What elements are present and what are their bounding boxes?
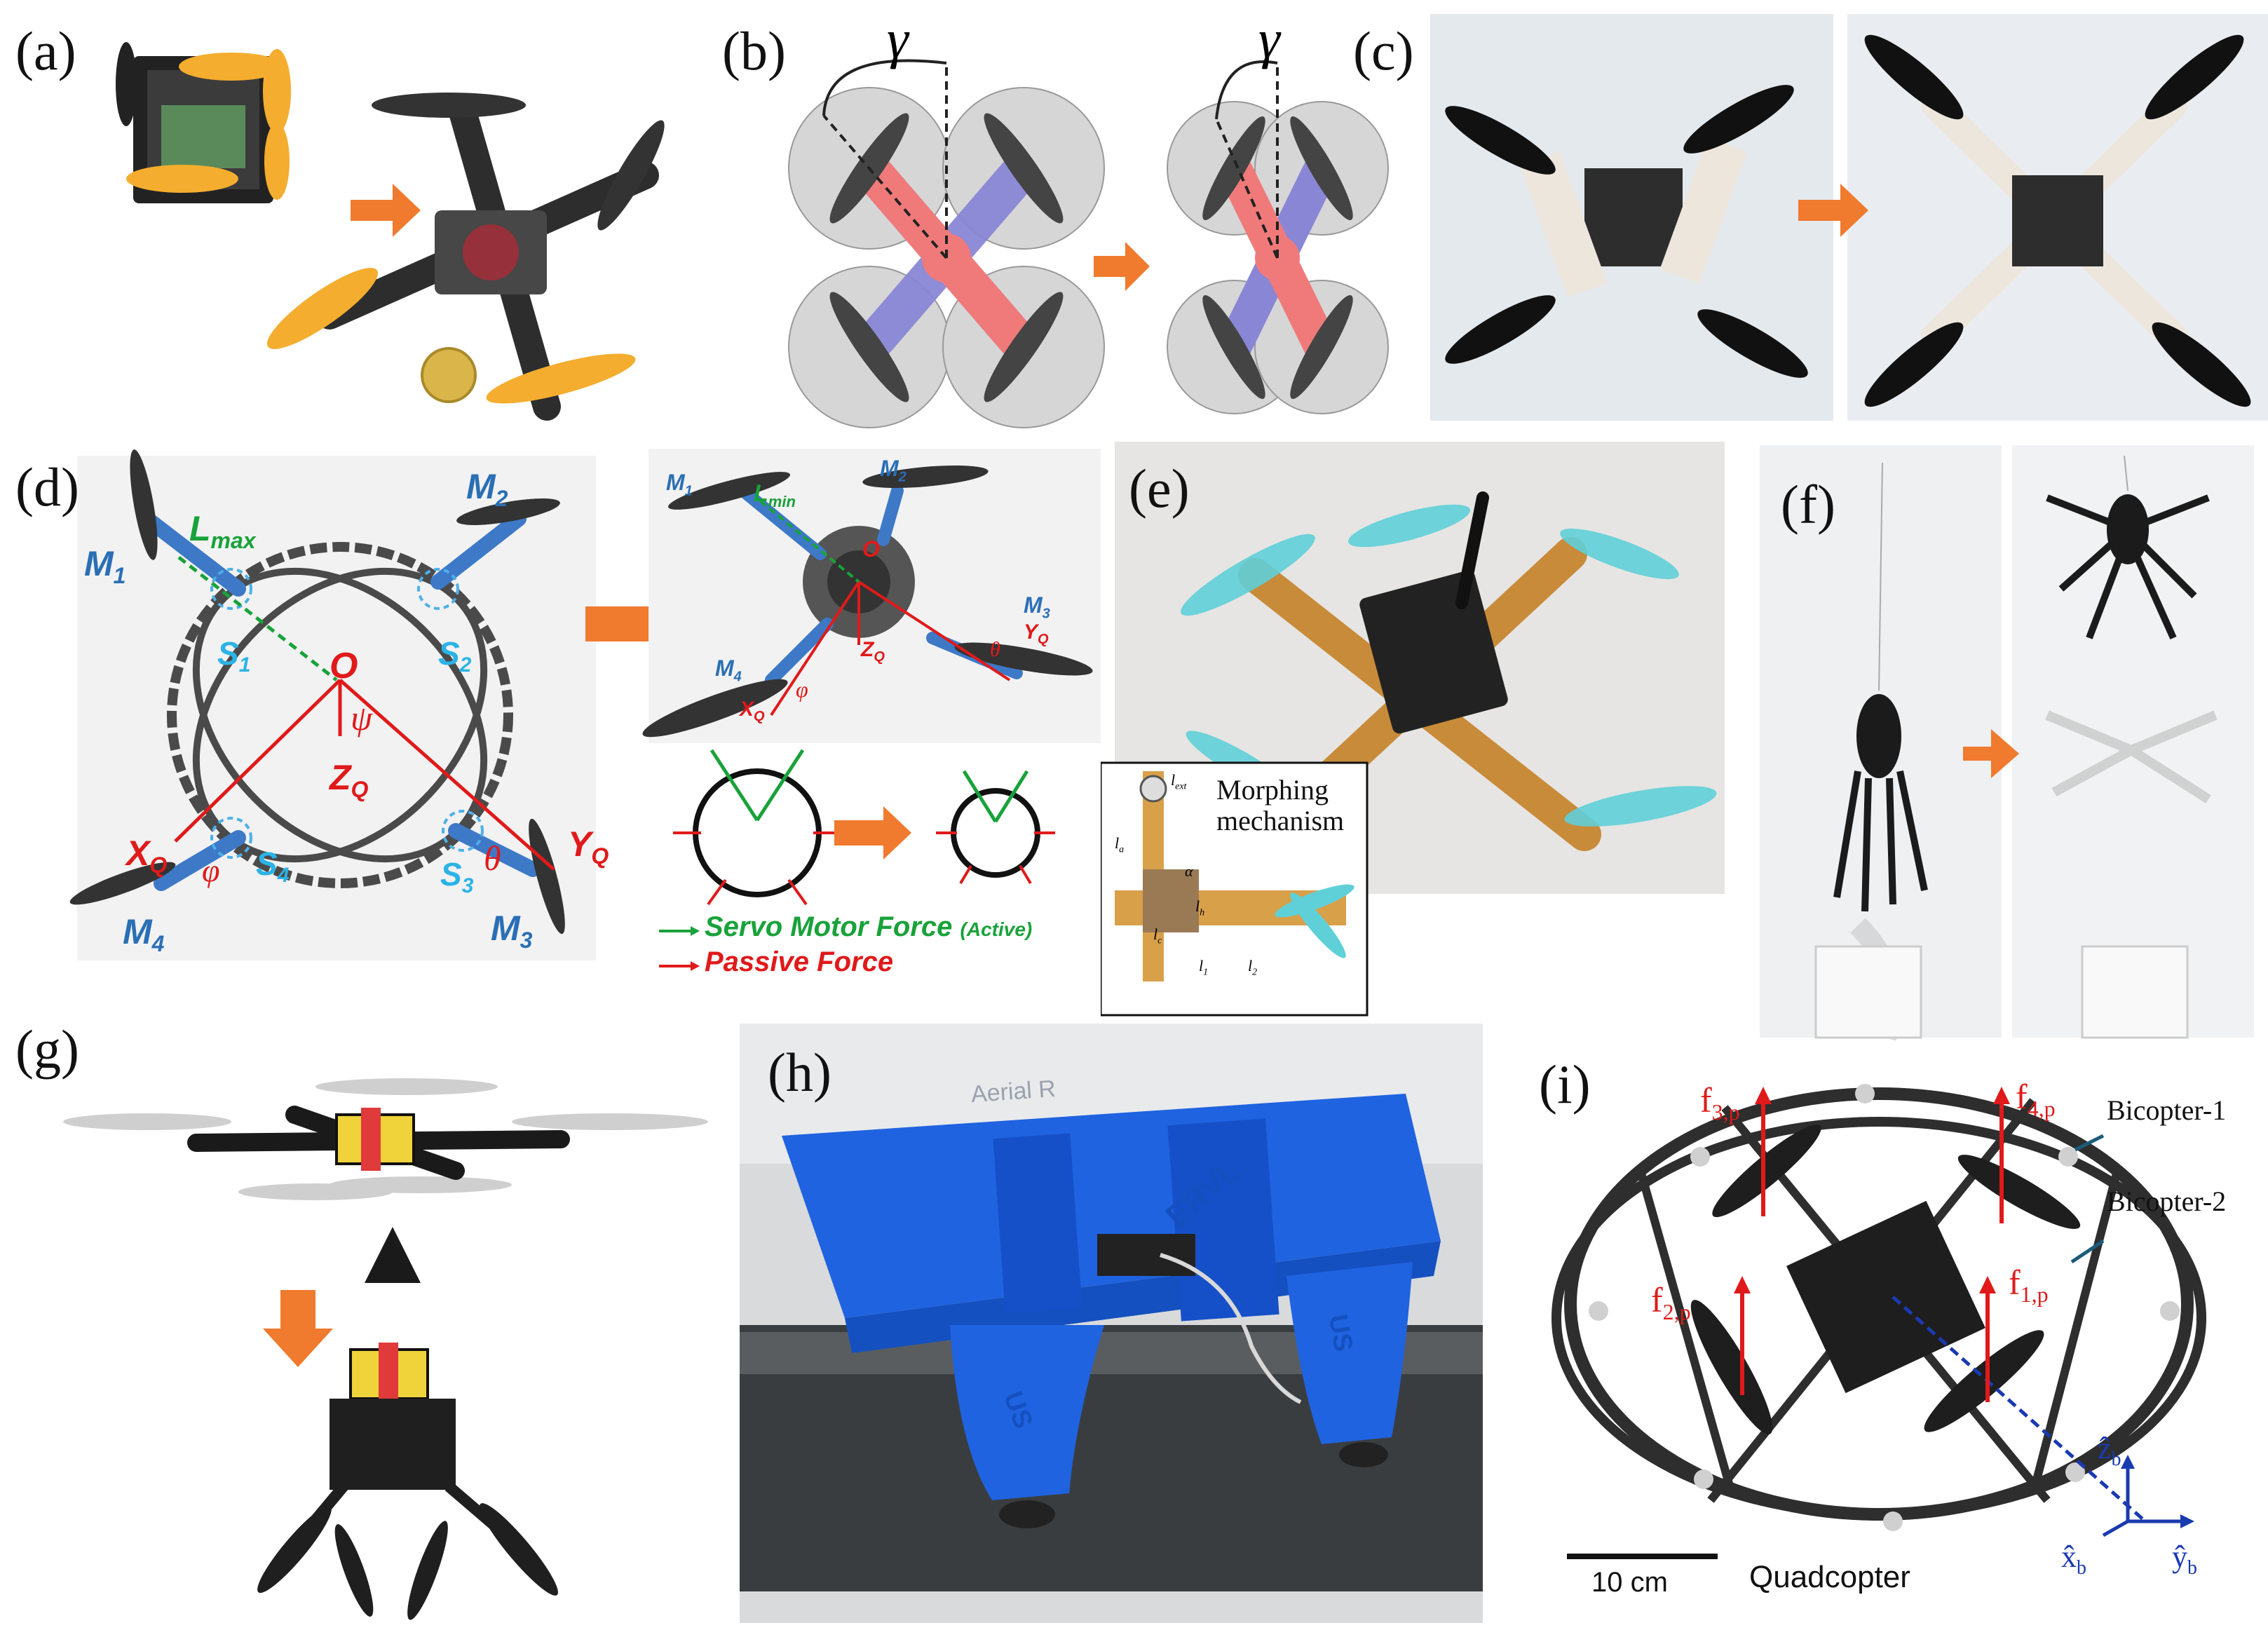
e-l-a: la: [1115, 834, 1125, 855]
panel-g-photo: [63, 1078, 708, 1620]
e-inset-title: Morphing mechanism: [1216, 775, 1344, 836]
h-stamp-us-2: US: [1322, 1312, 1359, 1354]
panel-b-gamma-1: γ: [887, 8, 910, 69]
panel-e: (e) Morphing mechanism lext la α lh lc l…: [1101, 442, 1732, 1024]
e-alpha: α: [1185, 862, 1193, 880]
e-l-ext: lext: [1171, 771, 1187, 792]
d-r-m4: M4: [715, 656, 742, 685]
e-l-h: lh: [1195, 897, 1205, 918]
d-r-xq: XQ: [740, 698, 765, 724]
d-r-m3: M3: [1024, 592, 1050, 622]
d-passive-legend: Passive Force: [705, 946, 894, 977]
d-r-zq: ZQ: [861, 638, 885, 665]
d-phi: φ: [202, 853, 220, 888]
panel-f-label: (f): [1781, 474, 1835, 535]
panel-c: (c): [1332, 0, 2268, 449]
d-s4: S4: [256, 845, 290, 888]
panel-h: (h) Aerial R ERVL US US: [740, 1024, 1483, 1630]
i-f4: f4,p: [2016, 1077, 2056, 1121]
i-yb: ŷb: [2172, 1540, 2197, 1579]
d-theta: θ: [484, 838, 501, 878]
panel-c-label: (c): [1353, 20, 1414, 81]
panel-g-label: (g): [15, 1019, 79, 1080]
panel-b-diagram: γ γ: [788, 8, 1389, 428]
panel-b: (b) γ: [701, 0, 1402, 449]
d-zq: ZQ: [330, 758, 369, 802]
e-inset-title-2: mechanism: [1216, 805, 1345, 836]
panel-i: (i) f3,p f4,p f2,p f1,p Bicopter-1 Bicop…: [1500, 1017, 2268, 1630]
panel-h-photo: [740, 1024, 1483, 1623]
i-f1: f1,p: [2009, 1263, 2049, 1307]
panel-a: (a): [0, 0, 701, 449]
i-bicopter-1: Bicopter-1: [2107, 1094, 2227, 1126]
d-r-lmin: Lmin: [754, 480, 796, 510]
d-s2: S2: [438, 635, 472, 677]
d-xq: XQ: [126, 834, 168, 878]
panel-e-photo: [1101, 442, 1725, 1017]
panel-d-label: (d): [15, 456, 79, 517]
d-r-yq: YQ: [1024, 620, 1049, 647]
d-psi: ψ: [351, 698, 373, 738]
i-bicopter-2: Bicopter-2: [2107, 1186, 2227, 1217]
e-l-c: lc: [1153, 925, 1162, 946]
d-m1: M1: [84, 544, 126, 588]
d-m4: M4: [123, 912, 165, 956]
panel-f: (f): [1753, 442, 2268, 1041]
panel-i-photo: [1551, 1084, 2206, 1559]
i-f3: f3,p: [1700, 1080, 1740, 1125]
d-lmax: Lmax: [189, 509, 256, 553]
panel-d: (d): [0, 449, 1101, 996]
d-r-o: O: [862, 536, 880, 562]
panel-c-photo: [1430, 14, 2268, 421]
i-xb: x̂b: [2061, 1540, 2086, 1579]
e-l-2: l2: [1248, 957, 1258, 978]
panel-e-label: (e): [1129, 458, 1190, 519]
panel-a-label: (a): [15, 20, 76, 81]
d-r-theta: θ: [990, 638, 1000, 661]
i-f2: f2,p: [1651, 1280, 1691, 1324]
e-l-1: l1: [1199, 957, 1209, 978]
d-r-m2: M2: [880, 456, 906, 485]
d-m2: M2: [466, 467, 508, 511]
d-s1: S1: [217, 635, 251, 677]
i-zb: ẑb: [2098, 1431, 2121, 1470]
i-scale-label: 10 cm: [1591, 1567, 1668, 1598]
d-r-phi: φ: [796, 677, 808, 702]
panel-b-gamma-2: γ: [1258, 8, 1282, 69]
panel-f-photo: [1760, 445, 2254, 1041]
d-r-m1: M1: [666, 470, 693, 499]
panel-g: (g): [0, 1017, 729, 1630]
d-s3: S3: [440, 856, 474, 898]
e-inset-title-1: Morphing: [1216, 774, 1329, 806]
d-servo-legend: Servo Motor Force (Active): [705, 911, 1033, 942]
panel-d-diagram: [69, 449, 1101, 971]
panel-i-label: (i): [1539, 1054, 1591, 1115]
panel-h-label: (h): [768, 1042, 831, 1103]
d-m3: M3: [491, 909, 533, 953]
panel-b-label: (b): [722, 20, 786, 81]
panel-a-photo: [116, 42, 665, 421]
d-o: O: [330, 646, 358, 686]
i-quadcopter-label: Quadcopter: [1749, 1560, 1910, 1594]
d-yq: YQ: [568, 824, 609, 869]
